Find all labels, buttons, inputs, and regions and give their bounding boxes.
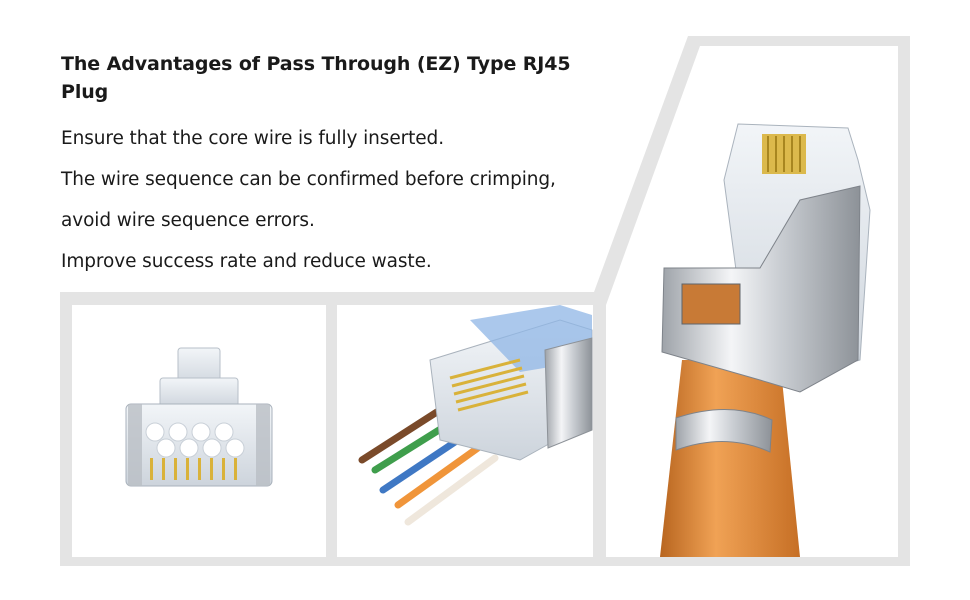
advantage-line-4: Improve success rate and reduce waste.	[61, 251, 432, 272]
gray-frame	[60, 36, 910, 566]
advantage-line-1: Ensure that the core wire is fully inser…	[61, 128, 444, 149]
advantage-line-2: The wire sequence can be confirmed befor…	[61, 169, 556, 190]
advantage-line-3: avoid wire sequence errors.	[61, 210, 315, 231]
rj45-pass-through-wires-photo	[358, 305, 593, 526]
shielded-rj45-plug-on-cable-photo	[660, 123, 871, 557]
headline: The Advantages of Pass Through (EZ) Type…	[61, 53, 571, 103]
advantages-text-block: The Advantages of Pass Through (EZ) Type…	[61, 50, 621, 282]
rj45-plug-front-photo	[125, 347, 273, 487]
